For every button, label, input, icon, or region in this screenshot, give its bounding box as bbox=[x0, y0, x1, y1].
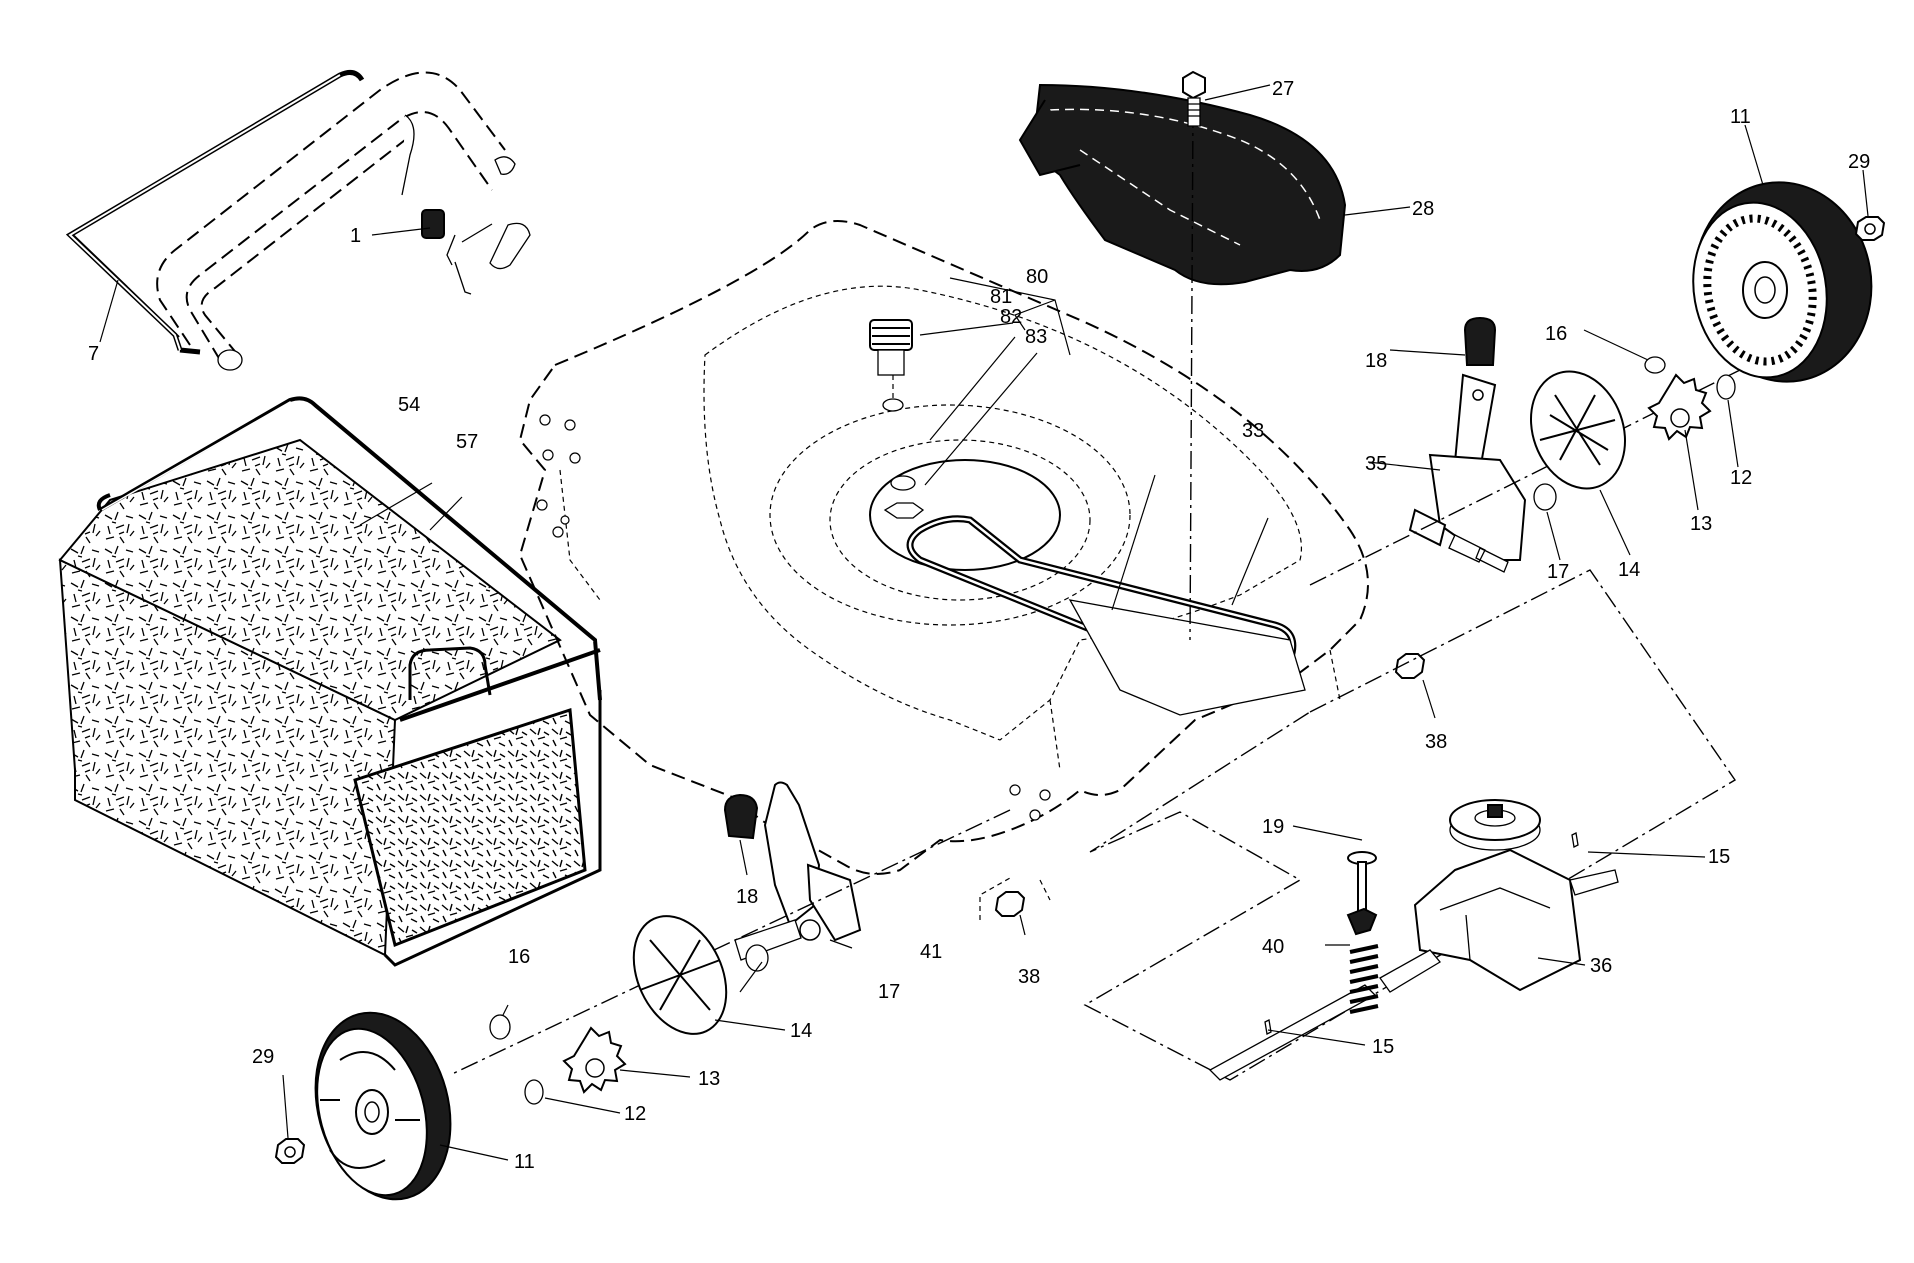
callout-19: 19 bbox=[1262, 816, 1284, 838]
deck-dome bbox=[769, 404, 1131, 626]
callout-40: 40 bbox=[1262, 936, 1284, 958]
callout-33: 33 bbox=[1242, 420, 1264, 442]
callout-1: 1 bbox=[350, 225, 361, 247]
upper-handle-outline bbox=[156, 71, 506, 361]
callout-12-right: 12 bbox=[1730, 467, 1752, 489]
deck-bolt-holes bbox=[536, 414, 1051, 821]
callout-12-left: 12 bbox=[624, 1103, 646, 1125]
drive-rod-19 bbox=[1346, 851, 1378, 936]
callout-16-left: 16 bbox=[508, 946, 530, 968]
left-wheel-11 bbox=[314, 1011, 452, 1201]
callout-28: 28 bbox=[1412, 198, 1434, 220]
callout-17-right: 17 bbox=[1547, 561, 1569, 583]
cable-clip bbox=[401, 114, 531, 295]
callout-labels: 1 7 11 29 27 28 80 81 82 83 33 18 35 16 … bbox=[88, 78, 1870, 1173]
left-retainer-12 bbox=[524, 1079, 544, 1105]
left-height-adjuster bbox=[723, 781, 862, 961]
callout-17-left: 17 bbox=[878, 981, 900, 1003]
callout-14-right: 14 bbox=[1618, 559, 1640, 581]
belt-shroud bbox=[1018, 83, 1347, 286]
right-nut-29 bbox=[1854, 216, 1886, 241]
left-washer-17 bbox=[745, 944, 769, 972]
callout-41: 41 bbox=[920, 941, 942, 963]
mower-deck bbox=[518, 220, 1369, 875]
callout-13-right: 13 bbox=[1690, 513, 1712, 535]
callout-35: 35 bbox=[1365, 453, 1387, 475]
callout-13-left: 13 bbox=[698, 1068, 720, 1090]
right-axle-line bbox=[1309, 369, 1741, 586]
pin-15-upper bbox=[1571, 832, 1579, 848]
left-nut-38-bracket bbox=[979, 877, 1051, 920]
bail-bar-inner bbox=[68, 74, 341, 351]
bag-handle bbox=[408, 646, 492, 700]
bag-lower-frame bbox=[383, 690, 602, 967]
left-washer-16 bbox=[489, 1014, 511, 1040]
deck-ring bbox=[829, 439, 1091, 601]
callout-14-left: 14 bbox=[790, 1020, 812, 1042]
callout-54: 54 bbox=[398, 394, 420, 416]
callout-16-right: 16 bbox=[1545, 323, 1567, 345]
leader-lines bbox=[99, 84, 1869, 1161]
pin-15-lower bbox=[1264, 1019, 1272, 1035]
transmission-36 bbox=[1208, 799, 1619, 1081]
spring-40 bbox=[1349, 944, 1379, 1014]
callout-29-bottom: 29 bbox=[252, 1046, 274, 1068]
deck-opening bbox=[869, 459, 1061, 571]
callout-82: 82 bbox=[1000, 306, 1022, 328]
callout-83: 83 bbox=[1025, 326, 1047, 348]
left-nut-38 bbox=[994, 891, 1026, 917]
handle-end-right bbox=[494, 156, 516, 175]
callout-38-lower: 38 bbox=[1018, 966, 1040, 988]
bag-chute bbox=[353, 707, 587, 948]
right-gear-13 bbox=[1647, 373, 1712, 441]
callout-11-bottom: 11 bbox=[514, 1151, 535, 1173]
callout-18-right: 18 bbox=[1365, 350, 1387, 372]
handle-dash-inner bbox=[200, 139, 406, 356]
deck-outline bbox=[518, 220, 1369, 875]
callout-15-upper: 15 bbox=[1708, 846, 1730, 868]
callout-38-upper: 38 bbox=[1425, 731, 1447, 753]
callout-7: 7 bbox=[88, 343, 99, 365]
bail-bar bbox=[65, 69, 365, 355]
shroud-bolt-axis bbox=[1189, 109, 1194, 641]
left-hubcap-14 bbox=[632, 915, 728, 1035]
right-hubcap-14 bbox=[1529, 370, 1627, 490]
right-retainer-12 bbox=[1716, 374, 1736, 400]
left-axle-line bbox=[449, 809, 1011, 1076]
left-nut-29 bbox=[274, 1138, 306, 1164]
callout-15-lower: 15 bbox=[1372, 1036, 1394, 1058]
bag-frame-inner bbox=[101, 401, 594, 643]
callout-80: 80 bbox=[1026, 266, 1048, 288]
blade-adapter-parts bbox=[869, 277, 1071, 519]
right-washer-17 bbox=[1533, 483, 1557, 511]
transmission-dashed-box bbox=[1083, 569, 1737, 1081]
callout-11-top: 11 bbox=[1730, 106, 1751, 128]
handle-assembly bbox=[65, 69, 531, 371]
callout-18-left: 18 bbox=[736, 886, 758, 908]
callout-27: 27 bbox=[1272, 78, 1294, 100]
callout-36: 36 bbox=[1590, 955, 1612, 977]
right-height-adjuster bbox=[1408, 316, 1527, 573]
belt-cover-plate bbox=[1068, 599, 1306, 716]
grass-bag bbox=[58, 396, 602, 967]
callout-81: 81 bbox=[990, 286, 1012, 308]
left-gear-13 bbox=[562, 1026, 627, 1094]
bolt-27 bbox=[1182, 70, 1206, 127]
callout-29-top: 29 bbox=[1848, 151, 1870, 173]
right-washer-16 bbox=[1644, 356, 1666, 374]
right-wheel-11 bbox=[1692, 181, 1873, 383]
right-nut-38 bbox=[1394, 653, 1426, 679]
callout-57: 57 bbox=[456, 431, 478, 453]
deck-inner bbox=[703, 285, 1302, 741]
handle-end-left bbox=[217, 349, 243, 371]
deck-side bbox=[559, 469, 1341, 771]
